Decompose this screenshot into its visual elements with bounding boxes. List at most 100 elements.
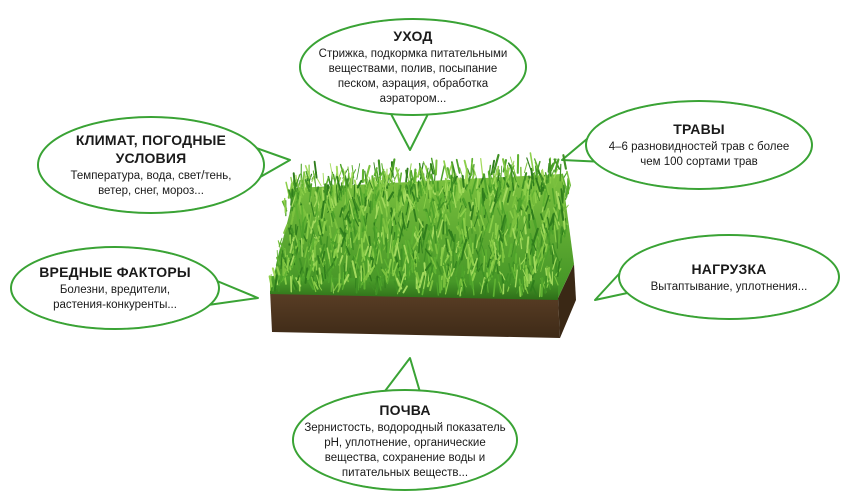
grass-blade — [445, 266, 448, 278]
grass-blade — [335, 184, 339, 203]
grass-blade — [430, 201, 436, 218]
grass-blade — [471, 162, 477, 178]
grass-blade — [296, 181, 303, 199]
grass-blade — [417, 218, 424, 228]
grass-blade — [511, 266, 517, 280]
grass-blade — [363, 178, 370, 192]
grass-blade — [272, 280, 276, 292]
grass-blade — [350, 214, 354, 232]
grass-blade — [540, 213, 547, 229]
grass-blade — [362, 262, 366, 278]
grass-blade — [401, 243, 406, 260]
grass-blade — [478, 253, 485, 264]
grass-blade — [531, 227, 539, 246]
grass-blade — [433, 200, 440, 217]
grass-blade — [474, 206, 477, 217]
grass-blade — [429, 234, 435, 251]
grass-blade — [324, 183, 327, 204]
grass-blade — [553, 168, 558, 179]
grass-blade — [509, 156, 515, 172]
grass-blade — [565, 184, 571, 201]
grass-blade — [414, 199, 419, 216]
grass-blade — [474, 197, 478, 213]
grass-blade — [430, 222, 433, 231]
grass-blade — [317, 225, 322, 236]
grass-blade — [483, 223, 488, 237]
grass-blade — [374, 189, 381, 202]
grass-blade — [443, 260, 446, 270]
grass-blade — [377, 159, 382, 176]
grass-blade — [301, 221, 305, 240]
grass-blade — [562, 154, 567, 170]
grass-blade — [413, 168, 417, 184]
grass-blade — [371, 242, 378, 256]
grass-blade — [405, 167, 409, 183]
grass-blade — [304, 246, 309, 258]
grass-blade — [552, 175, 556, 193]
grass-blade — [290, 255, 295, 266]
grass-blade — [317, 255, 321, 265]
grass-blade — [475, 240, 479, 249]
grass-blade — [331, 228, 339, 242]
grass-blade — [479, 214, 487, 232]
grass-blade — [429, 163, 435, 175]
grass-blade — [534, 218, 539, 237]
grass-blade — [468, 201, 472, 212]
grass-blade — [544, 172, 548, 181]
grass-blade — [501, 158, 509, 177]
grass-blade — [462, 197, 467, 207]
grass-blade — [359, 205, 365, 216]
grass-blade — [430, 253, 433, 268]
grass-blade — [346, 236, 352, 250]
grass-blade — [461, 266, 465, 283]
grass-blade — [563, 224, 568, 238]
grass-blade — [298, 257, 305, 274]
grass-blade — [526, 236, 530, 254]
grass-blade — [364, 245, 370, 256]
grass-blade — [399, 194, 403, 208]
grass-blade — [402, 285, 408, 294]
grass-blade — [339, 227, 346, 237]
grass-blade — [512, 227, 518, 247]
grass-blade — [448, 265, 452, 277]
grass-blade — [306, 270, 310, 279]
grass-blade — [293, 182, 299, 200]
grass-blade — [332, 185, 335, 204]
grass-blade — [453, 234, 456, 253]
grass-blade — [488, 260, 491, 278]
grass-blade — [322, 172, 325, 185]
grass-blade — [391, 208, 396, 221]
grass-blade — [556, 261, 561, 277]
grass-blade — [339, 207, 344, 218]
grass-blade — [316, 177, 322, 187]
grass-blade — [496, 165, 500, 176]
grass-blade — [307, 212, 312, 232]
grass-blade — [458, 224, 461, 239]
grass-blade — [506, 190, 511, 203]
grass-blade — [362, 192, 366, 203]
grass-blade — [463, 241, 469, 252]
grass-blade — [497, 169, 500, 182]
grass-blade — [407, 163, 412, 183]
grass-blade — [416, 227, 422, 236]
soil-layer — [270, 290, 560, 338]
grass-blade — [527, 248, 532, 266]
grass-blade — [523, 162, 528, 174]
grass-blade — [452, 249, 455, 269]
grass-blade — [467, 256, 473, 275]
grass-blade — [541, 168, 547, 186]
grass-blade — [308, 231, 314, 251]
grass-blade — [437, 219, 444, 238]
grass-blade — [304, 165, 311, 179]
grass-blade — [381, 226, 385, 245]
grass-blade — [374, 225, 377, 244]
bubble-soil-title: ПОЧВА — [379, 402, 431, 418]
grass-blade — [356, 248, 361, 263]
grass-blade — [350, 231, 355, 251]
grass-blade — [321, 272, 324, 282]
grass-blade — [497, 184, 501, 196]
grass-blade — [381, 268, 389, 278]
grass-blade — [522, 253, 527, 269]
grass-blade — [413, 208, 418, 222]
grass-blade — [527, 202, 532, 213]
